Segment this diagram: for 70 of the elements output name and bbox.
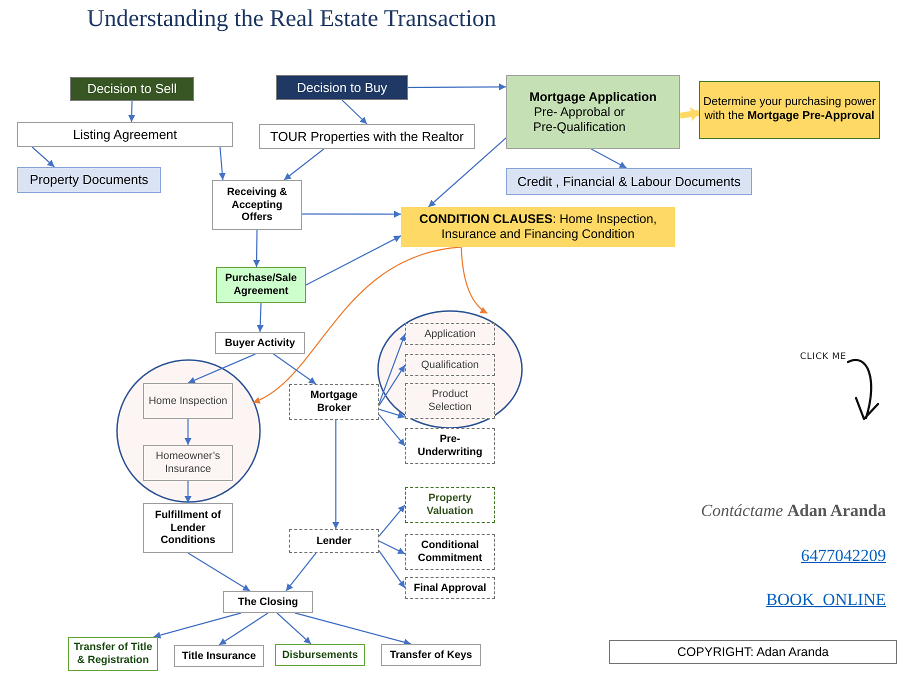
- process-box: TOUR Properties with the Realtor: [259, 124, 475, 149]
- copyright-notice: COPYRIGHT: Adan Aranda: [677, 645, 829, 659]
- contact-link: BOOK_ONLINE: [766, 590, 886, 609]
- arrow: [253, 230, 260, 267]
- arrow: [306, 235, 402, 286]
- arrow: [276, 612, 312, 644]
- handwritten-note: CLICK ME: [800, 352, 846, 362]
- process-box: Fulfillment of Lender Conditions: [143, 503, 233, 553]
- arrow: [378, 540, 406, 554]
- arrow: [378, 504, 406, 537]
- application-box: Mortgage Application Pre- Approbal or Pre-Qualification: [506, 75, 680, 149]
- arrow: [188, 353, 256, 384]
- arrow: [378, 550, 406, 588]
- arrow: [218, 612, 268, 646]
- step-box: Lender: [289, 529, 379, 553]
- arrow: [286, 552, 316, 592]
- arrow: [302, 210, 401, 218]
- step-box: Mortgage Broker: [289, 384, 379, 420]
- document-box: Property Documents: [17, 167, 161, 193]
- process-box: Transfer of Keys: [381, 644, 481, 666]
- step-box: Pre- Underwriting: [405, 428, 495, 464]
- arrow: [188, 552, 250, 592]
- step-box: Final Approval: [405, 577, 495, 599]
- arrow: [342, 100, 368, 124]
- process-box: Title Insurance: [174, 645, 264, 667]
- arrow: [153, 612, 242, 639]
- arrow: [378, 364, 406, 406]
- contact-name: Contáctame Adan Aranda: [700, 501, 886, 520]
- arrow: [378, 334, 406, 404]
- arrow: [332, 420, 340, 529]
- step-box: Product Selection: [405, 383, 495, 419]
- diagram-title: Understanding the Real Estate Transaction: [87, 6, 496, 33]
- process-box: The Closing: [223, 591, 313, 613]
- result-box: Transfer of Title & Registration: [68, 637, 158, 671]
- process-box: Receiving & Accepting Offers: [212, 180, 302, 230]
- condition-box: CONDITION CLAUSES: Home Inspection, Insurance and Financing Condition: [401, 207, 675, 247]
- arrow: [256, 302, 264, 332]
- note-box: Determine your purchasing power with the Mortgage Pre-Approval: [699, 81, 880, 139]
- arrow: [273, 354, 316, 384]
- group-circle: [117, 360, 260, 502]
- document-box: Credit , Financial & Labour Documents: [506, 168, 752, 195]
- arrow: [184, 481, 192, 503]
- arrow: [294, 612, 412, 646]
- decision-box: Decision to Buy: [276, 75, 408, 100]
- process-box: Homeowner’s Insurance: [143, 445, 233, 481]
- arrow: [408, 83, 506, 90]
- process-box: Buyer Activity: [215, 332, 305, 354]
- group-circle: [378, 311, 522, 428]
- arrow: [284, 148, 324, 180]
- arrow: [218, 146, 226, 180]
- arrow: [428, 137, 506, 208]
- step-box: Application: [405, 323, 495, 345]
- process-box: Listing Agreement: [17, 122, 233, 147]
- arrow: [590, 148, 627, 169]
- arrow: [184, 419, 192, 445]
- arrow: [252, 246, 462, 404]
- contact-link: 6477042209: [801, 546, 886, 565]
- arrow: [378, 408, 406, 418]
- step-box: Conditional Commitment: [405, 534, 495, 570]
- arrow: [32, 146, 55, 168]
- block-arrow: [680, 107, 700, 121]
- step-box: Property Valuation: [405, 487, 495, 523]
- arrow: [378, 414, 406, 446]
- result-box: Disbursements: [275, 644, 365, 666]
- arrow: [128, 100, 136, 122]
- arrow: [460, 246, 488, 314]
- agreement-box: Purchase/Sale Agreement: [216, 267, 306, 303]
- step-box: Qualification: [405, 354, 495, 376]
- decision-box: Decision to Sell: [70, 77, 194, 101]
- process-box: Home Inspection: [143, 383, 233, 419]
